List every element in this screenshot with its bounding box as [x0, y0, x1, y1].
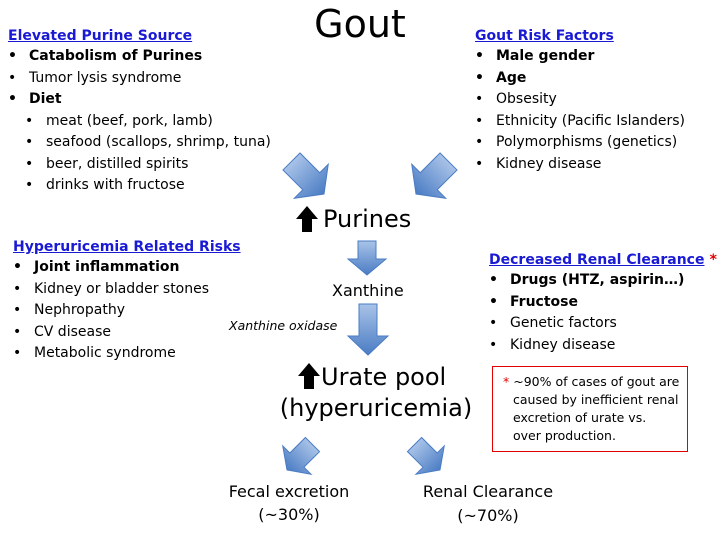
fecal-excretion-label: Fecal excretion [228, 482, 350, 501]
note-text: * ~90% of cases of gout are caused by in… [503, 373, 679, 445]
note-line: excretion of urate vs. [513, 410, 647, 425]
purines-label: Purines [323, 205, 412, 233]
list-item: Diet [8, 89, 271, 111]
list-item: beer, distilled spirits [8, 154, 271, 176]
renal-clearance-panel: Decreased Renal Clearance * Drugs (HTZ, … [489, 249, 717, 356]
note-line: caused by inefficient renal [513, 392, 679, 407]
list-item: Male gender [475, 46, 685, 68]
arrow-urate-to-renal-icon [406, 436, 446, 476]
renal-clearance-list: Drugs (HTZ, aspirin…)FructoseGenetic fac… [489, 270, 717, 356]
list-item: drinks with fructose [8, 175, 271, 197]
arrow-urate-to-fecal-icon [281, 436, 321, 476]
note-line: over production. [513, 428, 616, 443]
up-arrow-icon [298, 363, 320, 389]
note-box: * ~90% of cases of gout are caused by in… [492, 366, 688, 452]
note-line: ~90% of cases of gout are [513, 374, 680, 389]
purine-source-panel: Elevated Purine Source Catabolism of Pur… [8, 26, 271, 197]
list-item: Fructose [489, 292, 717, 314]
hyperuricemia-risks-list: Joint inflammationKidney or bladder ston… [13, 257, 241, 365]
list-item: Kidney disease [489, 335, 717, 357]
hyperuricemia-risks-panel: Hyperuricemia Related Risks Joint inflam… [13, 237, 241, 365]
list-item: Obsesity [475, 89, 685, 111]
list-item: Kidney disease [475, 154, 685, 176]
list-item: Catabolism of Purines [8, 46, 271, 68]
note-asterisk: * [503, 374, 510, 389]
renal-clearance-header: Decreased Renal Clearance * [489, 249, 717, 270]
list-item: Age [475, 68, 685, 90]
list-item: Ethnicity (Pacific Islanders) [475, 111, 685, 133]
risk-factors-heading[interactable]: Gout Risk Factors [475, 28, 614, 44]
list-item: Kidney or bladder stones [13, 279, 241, 301]
page-title: Gout [314, 2, 406, 46]
list-item: meat (beef, pork, lamb) [8, 111, 271, 133]
renal-clearance-pct: (~70%) [457, 506, 519, 525]
hyperuricemia-label: (hyperuricemia) [279, 394, 473, 422]
list-item: Tumor lysis syndrome [8, 68, 271, 90]
list-item: Metabolic syndrome [13, 343, 241, 365]
asterisk-marker: * [709, 252, 717, 268]
hyperuricemia-risks-heading[interactable]: Hyperuricemia Related Risks [13, 239, 241, 255]
arrow-purines-to-xanthine-icon [346, 240, 388, 276]
renal-clearance-label: Renal Clearance [422, 482, 554, 501]
list-item: Joint inflammation [13, 257, 241, 279]
purine-source-heading[interactable]: Elevated Purine Source [8, 28, 193, 44]
fecal-excretion-pct: (~30%) [258, 505, 320, 524]
urate-pool-label: Urate pool [321, 363, 447, 391]
risk-factors-panel: Gout Risk Factors Male genderAgeObsesity… [475, 26, 685, 175]
up-arrow-icon [296, 206, 318, 232]
arrow-source-to-purines-icon [282, 152, 329, 199]
purine-source-list: Catabolism of PurinesTumor lysis syndrom… [8, 46, 271, 197]
list-item: Nephropathy [13, 300, 241, 322]
list-item: Drugs (HTZ, aspirin…) [489, 270, 717, 292]
arrow-risk-to-purines-icon [411, 152, 458, 199]
list-item: Polymorphisms (genetics) [475, 132, 685, 154]
risk-factors-list: Male genderAgeObsesityEthnicity (Pacific… [475, 46, 685, 175]
enzyme-label: Xanthine oxidase [229, 318, 338, 333]
renal-clearance-heading[interactable]: Decreased Renal Clearance [489, 252, 705, 268]
list-item: CV disease [13, 322, 241, 344]
list-item: seafood (scallops, shrimp, tuna) [8, 132, 271, 154]
arrow-xanthine-to-urate-icon [346, 303, 390, 356]
list-item: Genetic factors [489, 313, 717, 335]
xanthine-label: Xanthine [332, 281, 404, 300]
